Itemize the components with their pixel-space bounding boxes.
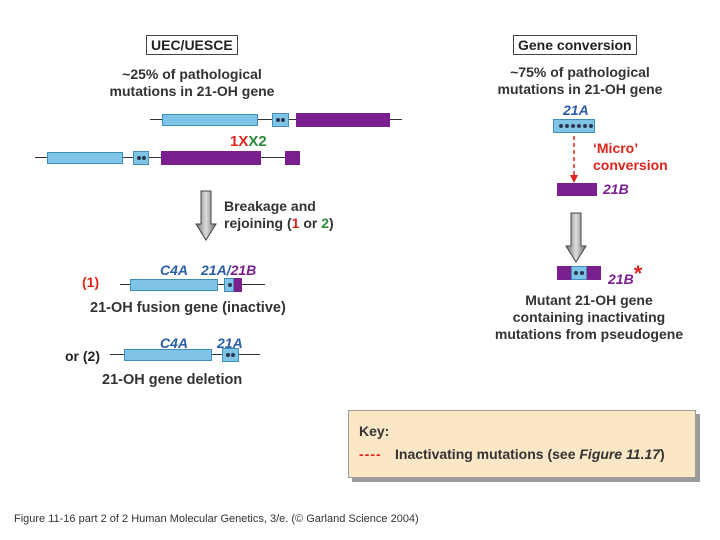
option-1: 1 (291, 215, 300, 231)
micro-line2: conversion (593, 157, 668, 173)
uec-description: ~25% of pathological mutations in 21-OH … (92, 66, 292, 100)
key-close-paren: ) (660, 446, 665, 462)
cyp21a-pseudogene (553, 119, 595, 133)
gene-label-21a: 21A (217, 335, 243, 351)
breakage-line2: rejoining (1 or 2) (224, 215, 334, 232)
key-title: Key: (359, 423, 390, 439)
c4b-gene (296, 113, 386, 127)
down-arrow-icon (565, 212, 587, 263)
gene-label-21a: 21A (563, 102, 589, 118)
gene-label-c4a: C4A (160, 262, 189, 278)
cyp21b-gene (557, 183, 597, 196)
key-text: Inactivating mutations (see (395, 446, 580, 462)
gene-label-21b: 21B (230, 262, 257, 278)
breakage-line1: Breakage and (224, 198, 316, 214)
uec-desc-line2: mutations in 21-OH gene (109, 83, 275, 99)
key-description: Inactivating mutations (see Figure 11.17… (395, 446, 665, 463)
gene-label-21b-text: 21B (608, 271, 634, 287)
micro-conversion-arrow-icon (570, 136, 578, 183)
gene-label-c4a: C4A (160, 335, 189, 351)
c4a-gene (124, 349, 212, 361)
down-arrow-icon (195, 190, 217, 241)
crossover-labels: 1XX2 (230, 133, 267, 150)
cyp21b-segment (557, 266, 571, 280)
fusion-21a-part (224, 278, 234, 292)
breakage-step: Breakage and rejoining (1 or 2) (224, 198, 334, 232)
or-text: or (299, 215, 322, 231)
conversion-desc-line2: mutations in 21-OH gene (497, 81, 663, 97)
chromosome-bottom (35, 148, 300, 168)
gene-label-21a: 21A/ (201, 262, 231, 278)
mutant-line1: Mutant 21-OH gene (525, 292, 653, 308)
chromosome-top (150, 110, 402, 130)
fusion-gene-caption: 21-OH fusion gene (inactive) (90, 300, 286, 316)
gene-conversion-title: Gene conversion (513, 35, 637, 55)
cyp21b-gene (376, 113, 390, 127)
crossover-1: 1 (230, 133, 239, 150)
deletion-caption: 21-OH gene deletion (102, 372, 243, 388)
fusion-21b-part (234, 278, 242, 292)
mutation-symbol-icon: ---- (359, 446, 382, 462)
figure-reference: Figure 11.17 (579, 446, 661, 462)
cyp21a-pseudogene (133, 151, 149, 165)
mutant-line3: mutations from pseudogene (494, 326, 684, 342)
crossover-x-red: X (238, 133, 249, 150)
deletion-gene-map (110, 346, 260, 364)
uec-desc-line1: ~25% of pathological (122, 66, 262, 82)
mutant-line2: containing inactivating (512, 309, 666, 325)
conversion-desc-line1: ~75% of pathological (510, 64, 650, 80)
cyp21b-gene (285, 151, 300, 165)
converted-segment (571, 266, 587, 280)
micro-line1: ‘Micro’ (593, 140, 639, 156)
option-2: 2 (321, 215, 330, 231)
crossover-2: 2 (258, 133, 267, 150)
key-box: Key: ---- Inactivating mutations (see Fi… (348, 410, 696, 478)
uec-title: UEC/UESCE (146, 35, 238, 55)
mutant-gene-description: Mutant 21-OH gene containing inactivatin… (474, 292, 704, 343)
cyp21a-pseudogene (222, 348, 239, 362)
c4a-gene (47, 152, 123, 164)
gene-label-21b-mutant: 21B* (608, 261, 643, 290)
crossover-x-green: X (248, 133, 259, 150)
figure-caption: Figure 11-16 part 2 of 2 Human Molecular… (14, 513, 419, 525)
mutant-21b-gene (557, 266, 601, 280)
rejoining-text: rejoining ( (224, 215, 292, 231)
micro-conversion-label: ‘Micro’ conversion (593, 140, 668, 174)
cyp21a-pseudogene (272, 113, 289, 127)
c4a-gene (162, 114, 258, 126)
c4a-gene (130, 279, 218, 291)
cyp21b-segment (587, 266, 601, 280)
close-paren: ) (329, 215, 334, 231)
or-2-text: or (2) (65, 348, 100, 364)
gene-label-21b: 21B (603, 181, 629, 197)
conversion-description: ~75% of pathological mutations in 21-OH … (480, 64, 680, 98)
c4b-gene (161, 151, 261, 165)
mutation-star-icon: * (633, 261, 643, 286)
fusion-gene-map (120, 276, 265, 294)
outcome-1-label: (1) (82, 274, 100, 290)
fusion-gene-label: 21A/21B (201, 262, 256, 278)
outcome-2-label: or (2) (65, 348, 100, 365)
